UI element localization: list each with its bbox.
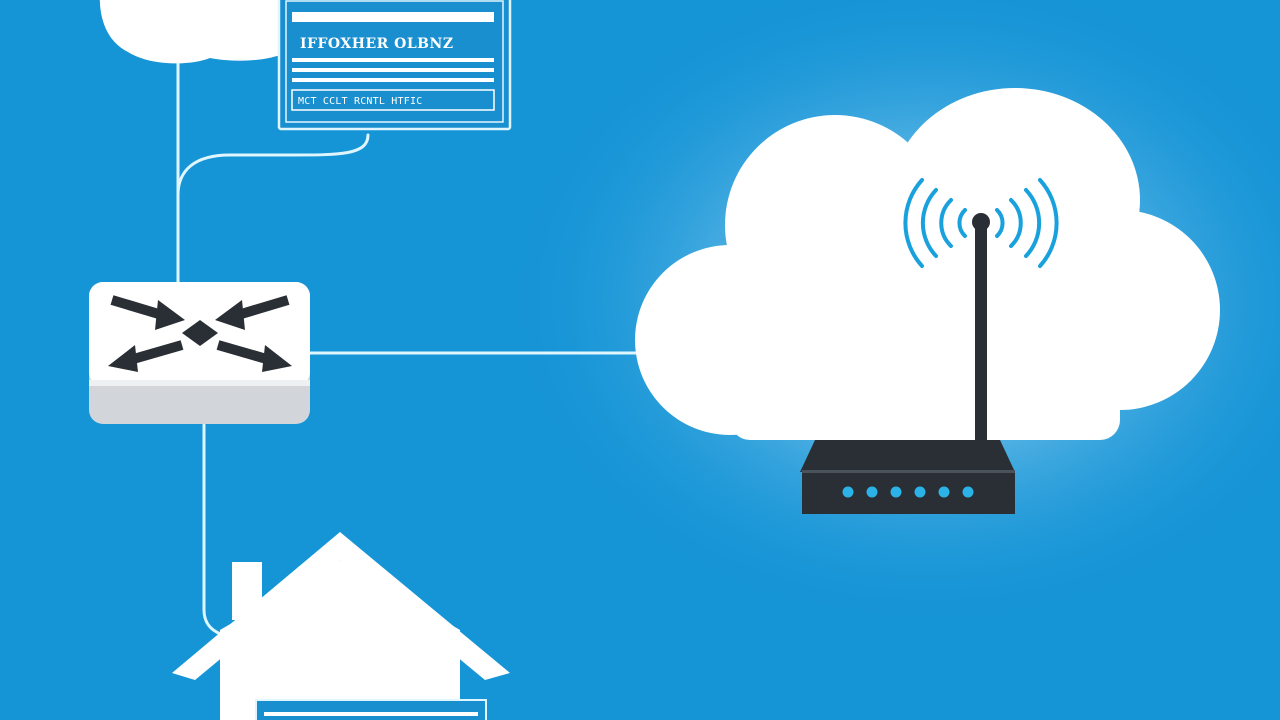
router-leds bbox=[842, 486, 974, 498]
document-header-bar bbox=[292, 12, 494, 22]
router-led bbox=[914, 486, 926, 498]
router-antenna-tip bbox=[972, 213, 990, 231]
house-window-line bbox=[264, 712, 478, 716]
main-cloud bbox=[635, 88, 1220, 440]
network-switch bbox=[89, 282, 310, 424]
switch-front-edge bbox=[89, 380, 310, 386]
wireless-router bbox=[800, 213, 1015, 514]
wireless-router-icon bbox=[802, 472, 1015, 514]
document-card: IFFOXHER OLBNZ MCT CCLT RCNTL HTFIC bbox=[277, 0, 512, 131]
wifi-wave-right-1 bbox=[995, 208, 1005, 238]
cloud-icon bbox=[635, 88, 1220, 440]
wifi-wave-right-4 bbox=[1038, 178, 1059, 268]
router-top bbox=[800, 440, 1015, 472]
wifi-wave-left-1 bbox=[957, 208, 967, 238]
switch-arrows-icon bbox=[108, 295, 292, 372]
router-top-edge bbox=[802, 470, 1015, 473]
wifi-signal-icon bbox=[903, 178, 1059, 268]
router-led bbox=[890, 486, 902, 498]
document-line-1 bbox=[292, 58, 494, 62]
wifi-wave-right-2 bbox=[1009, 198, 1023, 248]
router-led bbox=[842, 486, 854, 498]
router-led bbox=[938, 486, 950, 498]
router-antenna bbox=[975, 222, 987, 442]
wifi-wave-left-2 bbox=[939, 198, 953, 248]
document-field-box bbox=[291, 89, 495, 111]
wifi-wave-left-3 bbox=[920, 188, 938, 258]
wifi-wave-right-3 bbox=[1024, 188, 1042, 258]
document-icon bbox=[277, 0, 512, 131]
house-window bbox=[255, 699, 487, 720]
document-line-2 bbox=[292, 68, 494, 72]
top-cloud bbox=[99, 0, 280, 64]
document-field-text: MCT CCLT RCNTL HTFIC bbox=[298, 96, 422, 107]
document-inner-border bbox=[285, 0, 504, 123]
wifi-wave-left-4 bbox=[903, 178, 924, 268]
document-title: IFFOXHER OLBNZ bbox=[300, 36, 454, 52]
cloud-icon bbox=[99, 0, 280, 64]
router-led bbox=[962, 486, 974, 498]
house bbox=[172, 532, 510, 720]
router-led bbox=[866, 486, 878, 498]
document-line-3 bbox=[292, 78, 494, 82]
link-document-to-trunk bbox=[176, 133, 370, 197]
